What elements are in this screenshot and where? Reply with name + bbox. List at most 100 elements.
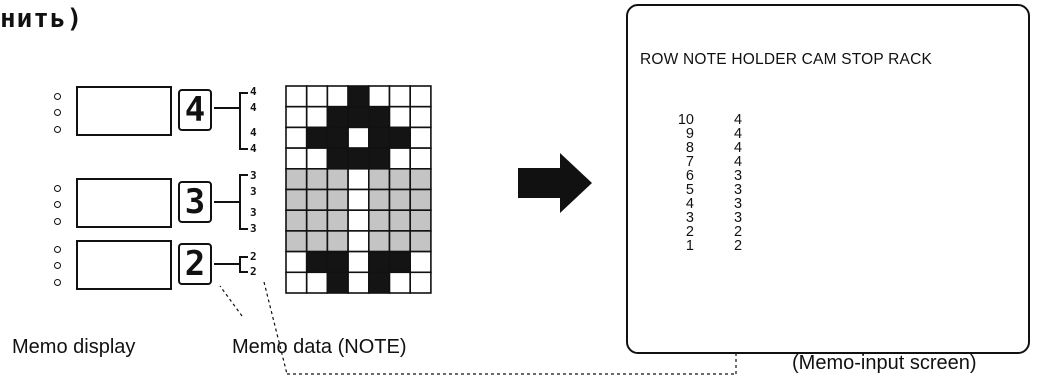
- grid-cell: [285, 105, 308, 129]
- memo-display-panel-1: [76, 86, 172, 136]
- bracket-group-2: [214, 174, 248, 230]
- grid-cell: [305, 250, 329, 274]
- note-tick: 3: [250, 169, 257, 182]
- grid-cell: [285, 188, 308, 212]
- grid-cell: [409, 271, 432, 294]
- grid-cell: [347, 250, 370, 274]
- note-value: 3: [733, 196, 743, 212]
- grid-cell: [326, 105, 349, 129]
- grid-cell: [409, 188, 432, 212]
- grid-cell: [285, 126, 308, 149]
- grid-cell: [326, 250, 349, 274]
- memo-pattern-grid: [285, 85, 432, 294]
- memo-display-digit-3: 2: [178, 243, 212, 285]
- memo-display-panel-3: [76, 240, 172, 290]
- grid-cell: [285, 147, 308, 170]
- indicator-dot: [54, 218, 61, 225]
- note-tick: 4: [250, 85, 257, 98]
- grid-cell: [305, 188, 329, 212]
- grid-cell: [388, 126, 412, 149]
- row-number: 6: [685, 168, 694, 184]
- grid-cell: [285, 230, 308, 253]
- memo-input-screen: ROW NOTE HOLDER CAM STOP RACK 10 9 8 7 6…: [626, 4, 1030, 354]
- grid-cell: [367, 230, 391, 253]
- grid-cell: [409, 126, 432, 149]
- indicator-dot: [54, 126, 61, 133]
- indicator-dot: [54, 262, 61, 269]
- grid-cell: [367, 168, 391, 191]
- grid-cell: [305, 105, 329, 129]
- row-number: 5: [685, 182, 694, 198]
- grid-cell: [388, 147, 412, 170]
- caption-memo-data: Memo data (NOTE): [232, 336, 407, 358]
- grid-cell: [367, 126, 391, 149]
- note-tick: 4: [250, 101, 257, 114]
- grid-cell: [367, 105, 391, 129]
- bracket-group-1: [214, 92, 248, 150]
- grid-cell: [285, 209, 308, 232]
- row-number: 3: [685, 210, 694, 226]
- big-arrow-icon: [518, 153, 592, 213]
- indicator-dot: [54, 109, 61, 116]
- note-value: 4: [733, 154, 743, 170]
- caption-memo-input-screen: (Memo-input screen): [792, 352, 977, 374]
- row-number: 1: [685, 238, 694, 254]
- grid-cell: [367, 271, 391, 294]
- row-number: 7: [685, 154, 694, 170]
- grid-cell: [326, 168, 349, 191]
- note-tick: 4: [250, 126, 257, 139]
- grid-cell: [305, 209, 329, 232]
- grid-cell: [409, 85, 432, 108]
- note-value: 4: [733, 112, 743, 128]
- grid-cell: [305, 85, 329, 108]
- grid-cell: [305, 230, 329, 253]
- grid-cell: [409, 250, 432, 274]
- grid-cell: [285, 250, 308, 274]
- note-value: 3: [733, 182, 743, 198]
- grid-cell: [347, 126, 370, 149]
- grid-cell: [305, 126, 329, 149]
- memo-display-leader: [219, 285, 243, 317]
- grid-cell: [367, 147, 391, 170]
- grid-cell: [388, 105, 412, 129]
- row-number: 2: [685, 224, 694, 240]
- caption-memo-display: Memo display: [12, 336, 136, 358]
- grid-cell: [367, 209, 391, 232]
- grid-cell: [367, 250, 391, 274]
- grid-cell: [367, 188, 391, 212]
- row-number: 10: [677, 112, 694, 128]
- grid-cell: [285, 85, 308, 108]
- grid-cell: [347, 147, 370, 170]
- note-value: 4: [733, 126, 743, 142]
- grid-cell: [347, 105, 370, 129]
- indicator-dot: [54, 185, 61, 192]
- grid-cell: [347, 209, 370, 232]
- grid-cell: [347, 271, 370, 294]
- bracket-group-3: [214, 256, 248, 273]
- grid-cell: [388, 168, 412, 191]
- grid-cell: [367, 85, 391, 108]
- grid-cell: [347, 85, 370, 108]
- grid-cell: [326, 126, 349, 149]
- memo-display-digit-2: 3: [178, 181, 212, 223]
- heading-fragment: нить): [0, 4, 84, 34]
- grid-cell: [388, 271, 412, 294]
- indicator-dot: [54, 93, 61, 100]
- note-tick: 3: [250, 222, 257, 235]
- grid-cell: [285, 271, 308, 294]
- note-value: 4: [733, 140, 743, 156]
- grid-cell: [347, 230, 370, 253]
- note-tick: 2: [250, 250, 257, 263]
- indicator-dot: [54, 279, 61, 286]
- row-number: 8: [685, 140, 694, 156]
- grid-cell: [409, 230, 432, 253]
- row-column: 10 9 8 7 6 5 4 3 2 1: [670, 112, 694, 254]
- grid-cell: [326, 147, 349, 170]
- grid-cell: [388, 250, 412, 274]
- note-value: 3: [733, 210, 743, 226]
- grid-cell: [326, 271, 349, 294]
- grid-cell: [388, 188, 412, 212]
- indicator-dot: [54, 246, 61, 253]
- grid-cell: [326, 188, 349, 212]
